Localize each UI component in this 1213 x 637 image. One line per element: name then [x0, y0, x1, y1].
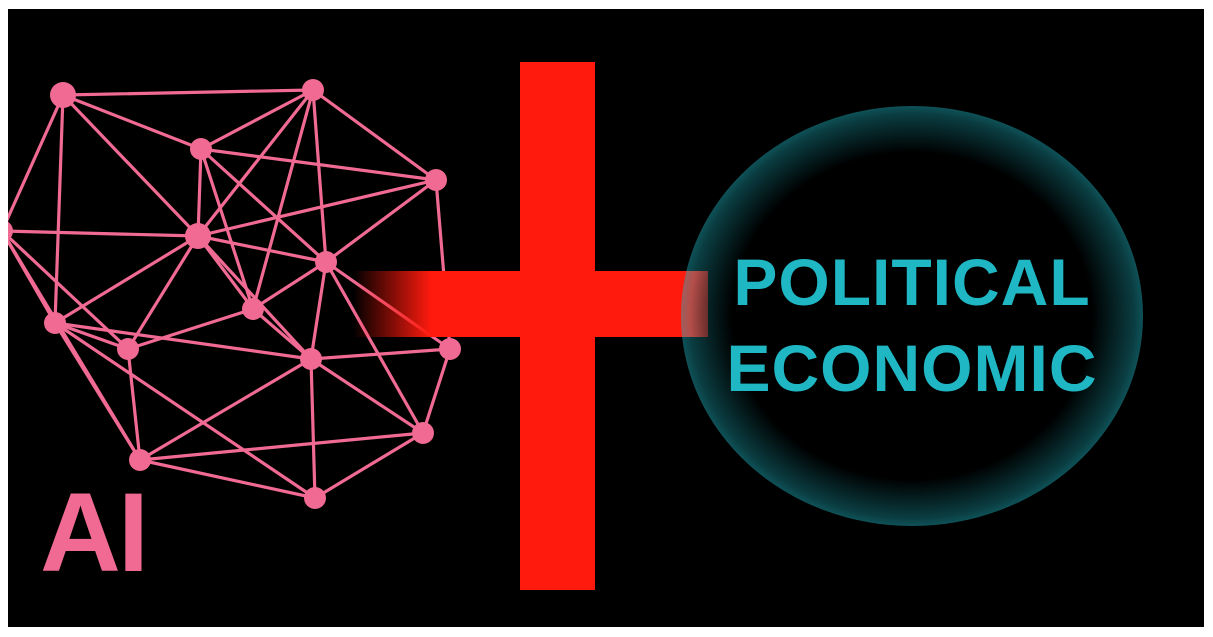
- network-edge: [61, 93, 203, 151]
- cross-vertical-bar: [520, 62, 595, 590]
- network-edge: [309, 260, 328, 361]
- network-node: [439, 338, 461, 360]
- network-edge: [8, 229, 200, 238]
- network-edge: [324, 178, 438, 264]
- network-edge: [138, 431, 425, 462]
- network-node: [300, 348, 322, 370]
- glowing-ellipse: [681, 106, 1143, 526]
- network-edge: [8, 237, 142, 462]
- network-edge: [251, 88, 315, 311]
- network-edge: [251, 260, 328, 311]
- network-node: [425, 169, 447, 191]
- network-node: [304, 487, 326, 509]
- network-node: [117, 338, 139, 360]
- network-node: [412, 422, 434, 444]
- network-node: [190, 138, 212, 160]
- network-edge: [196, 234, 328, 264]
- network-edge: [53, 234, 200, 325]
- network-edge: [8, 234, 130, 351]
- network-node: [315, 251, 337, 273]
- illustration-canvas: POLITICAL ECONOMIC AI: [8, 9, 1204, 627]
- network-edge: [138, 357, 313, 462]
- network-edge: [196, 147, 203, 238]
- network-edge: [324, 260, 425, 435]
- network-edge: [311, 88, 328, 264]
- network-edge: [309, 357, 425, 435]
- network-edge: [311, 88, 438, 182]
- network-edge: [199, 88, 315, 151]
- network-edge: [309, 357, 317, 500]
- economic-label: ECONOMIC: [726, 331, 1098, 405]
- network-node: [242, 298, 264, 320]
- network-edge: [61, 93, 200, 238]
- network-node: [50, 82, 76, 108]
- network-nodes: [8, 79, 461, 509]
- network-edge: [53, 321, 130, 351]
- network-edge: [313, 431, 425, 500]
- network-node: [129, 449, 151, 471]
- network-edge: [199, 147, 328, 264]
- network-edge: [53, 93, 65, 325]
- network-edges: [8, 88, 452, 500]
- network-edge: [138, 458, 317, 500]
- network-node: [185, 223, 211, 249]
- network-edge: [196, 178, 438, 238]
- neural-network-icon: [8, 79, 461, 509]
- network-edge: [61, 88, 315, 97]
- network-edge: [126, 234, 200, 351]
- network-edge: [126, 307, 255, 351]
- network-node: [44, 312, 66, 334]
- ai-label: AI: [40, 470, 149, 595]
- network-edge: [421, 347, 452, 435]
- circle-label: POLITICAL ECONOMIC: [681, 239, 1143, 411]
- network-edge: [309, 347, 452, 361]
- network-edge: [53, 321, 317, 500]
- network-edge: [8, 93, 65, 222]
- network-node: [302, 79, 324, 101]
- network-edge: [53, 321, 313, 361]
- network-node: [8, 221, 13, 241]
- network-edge: [196, 88, 315, 238]
- network-edge: [126, 347, 142, 462]
- political-label: POLITICAL: [733, 245, 1091, 319]
